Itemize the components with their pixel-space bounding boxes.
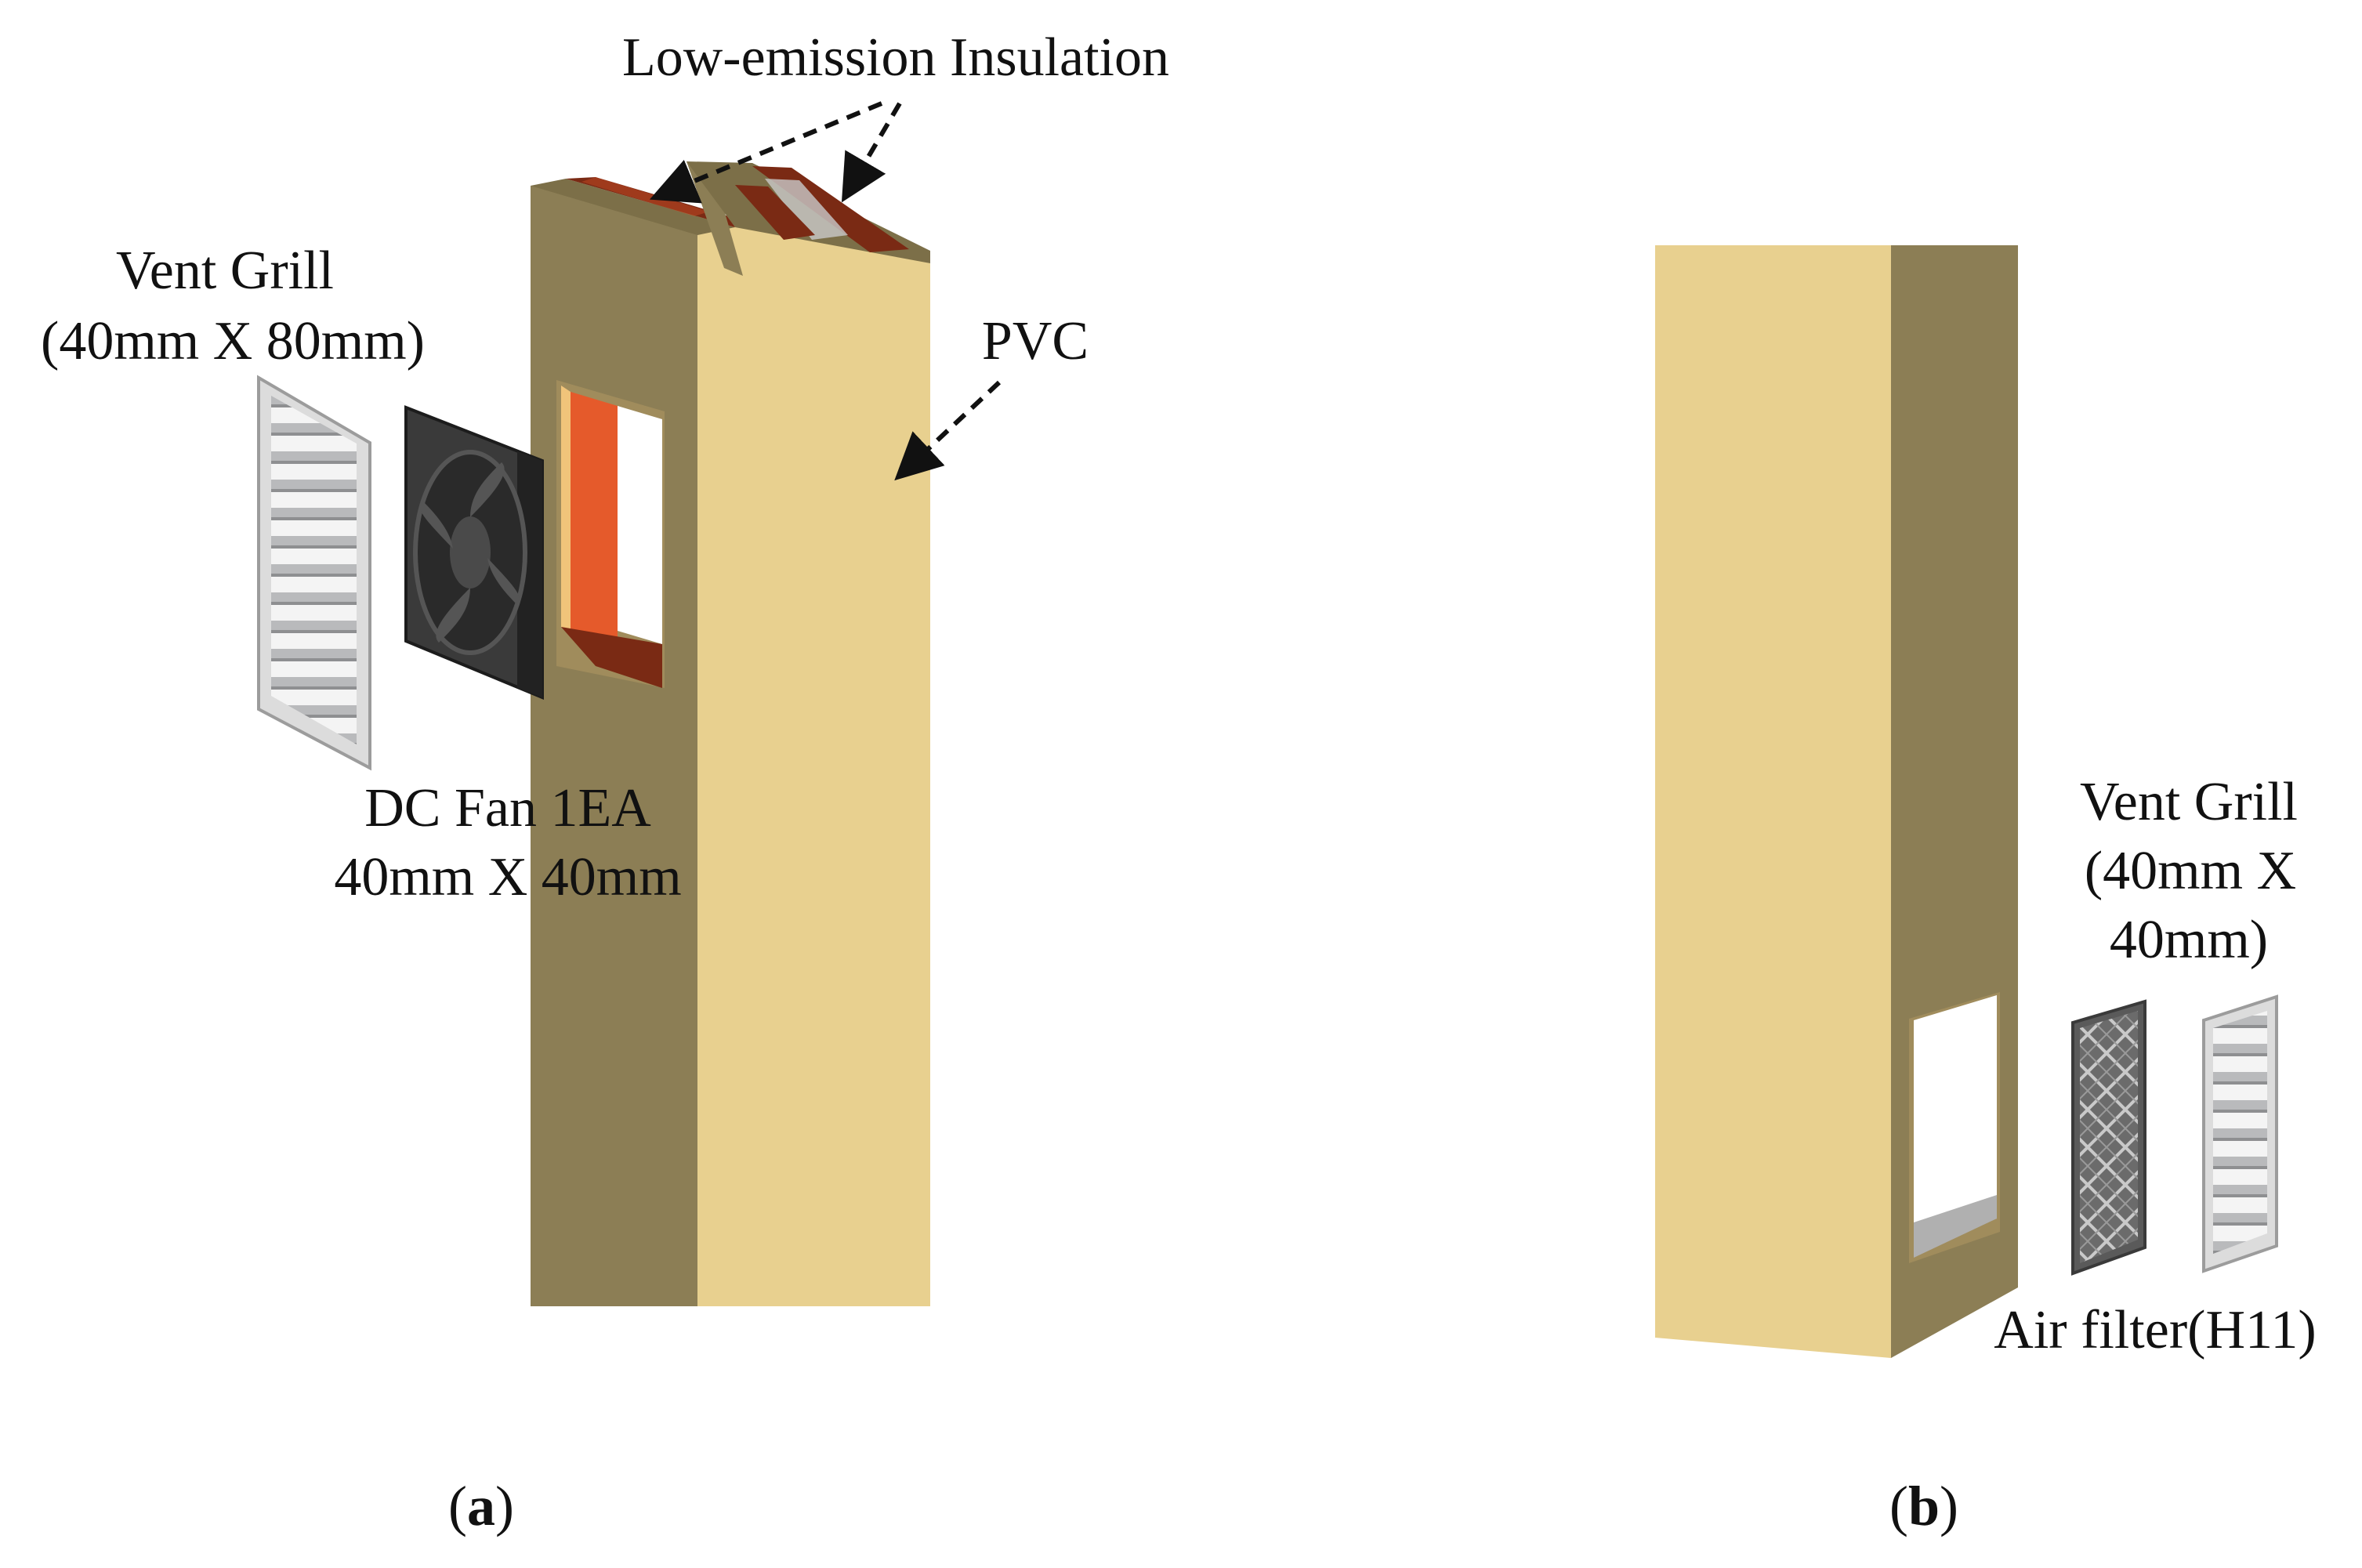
opening-b-hole — [1914, 995, 1997, 1244]
duct-a-top-rim-left — [531, 179, 735, 235]
vent-grill-b — [2202, 994, 2278, 1273]
caption-a-open: ( — [448, 1475, 467, 1537]
arrow-insulation-left — [649, 101, 883, 204]
opening-bottom-insulation — [561, 627, 662, 688]
fan-label-line2: 40mm X 40mm — [334, 847, 681, 907]
caption-a-letter: a — [467, 1475, 495, 1537]
insulation-label: Low-emission Insulation — [622, 27, 1169, 88]
fan-label-line1: DC Fan 1EA — [364, 778, 651, 838]
insulation-channel-right-inner — [765, 179, 848, 240]
louvered-grill-icon — [271, 396, 357, 744]
fan-hub — [450, 516, 491, 588]
opening-b-floor — [1914, 1195, 1997, 1258]
mesh-filter-icon — [2080, 1011, 2138, 1263]
vent-grill-b-label-line3: 40mm) — [2110, 910, 2268, 970]
duct-a-side-face — [531, 186, 697, 1306]
louvered-grill-icon — [2213, 1011, 2267, 1254]
fan-blade — [487, 558, 520, 605]
vent-grill-a — [257, 375, 371, 771]
insulation-channel-left-inner — [581, 177, 709, 216]
opening-hole — [618, 406, 662, 644]
insulation-channel-right-side — [735, 185, 815, 240]
caption-a-close: ) — [495, 1475, 514, 1537]
pvc-duct-a — [531, 161, 930, 1306]
caption-a: (a) — [448, 1475, 514, 1537]
opening-insulation — [571, 392, 618, 644]
vent-grill-a-label-line1: Vent Grill — [116, 241, 334, 301]
caption-b-close: ) — [1940, 1475, 1958, 1537]
opening-insulation-edge — [561, 386, 571, 633]
duct-a-opening — [556, 380, 665, 688]
arrow-insulation-right — [841, 102, 902, 203]
vent-grill-a-label-line2: (40mm X 80mm) — [41, 311, 425, 371]
fan-blade — [420, 502, 453, 549]
duct-a-front-face — [697, 210, 930, 1306]
caption-b: (b) — [1889, 1475, 1958, 1537]
panel-b: Vent Grill (40mm X 40mm) Air filter(H11)… — [1655, 245, 2317, 1537]
pvc-label: PVC — [982, 311, 1089, 371]
duct-b-front-face — [1655, 245, 1891, 1358]
vent-grill-b-label-line2: (40mm X — [2085, 841, 2296, 901]
vent-grill-b-label-line1: Vent Grill — [2080, 772, 2298, 832]
caption-b-letter: b — [1908, 1475, 1940, 1537]
fan-blade — [470, 462, 505, 517]
fan-housing-side — [517, 451, 542, 697]
panel-a: Low-emission Insulation PVC Vent Grill (… — [41, 27, 1169, 1537]
filter-label: Air filter(H11) — [1994, 1300, 2316, 1360]
air-filter-b — [2071, 999, 2146, 1276]
caption-b-open: ( — [1889, 1475, 1908, 1537]
fan-blade — [436, 588, 470, 643]
dc-fan-a — [404, 405, 544, 700]
duct-b-opening — [1909, 992, 2000, 1263]
